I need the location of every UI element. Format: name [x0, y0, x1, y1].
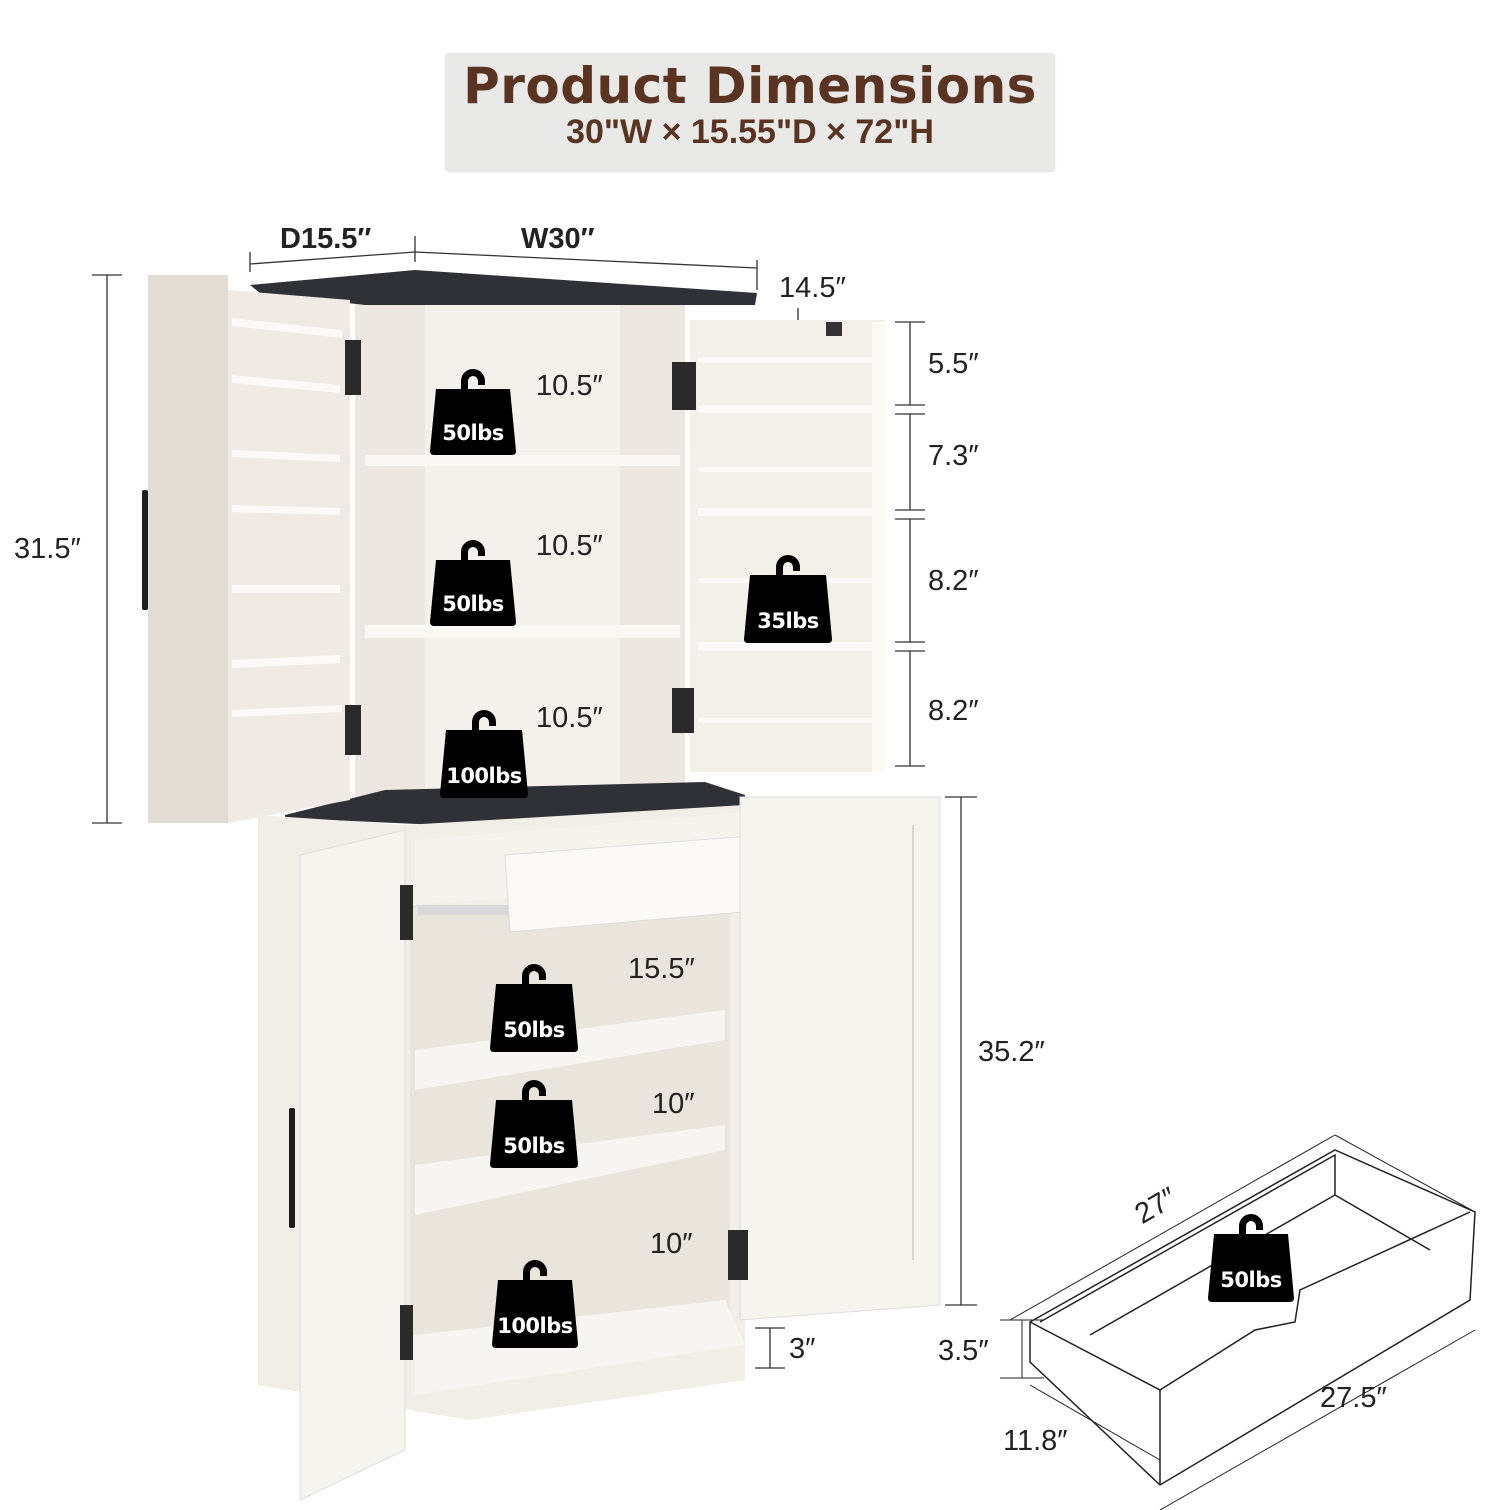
- kettlebell-icon: [430, 369, 516, 455]
- upper-shelf-height-3: 10.5″: [536, 702, 603, 734]
- drawer-depth-label: 11.8″: [1003, 1425, 1068, 1457]
- kettlebell-icon: [490, 964, 578, 1052]
- page-title: Product Dimensions: [463, 57, 1037, 115]
- base-height-label: 3″: [789, 1333, 816, 1365]
- lower-height-label: 35.2″: [978, 1036, 1045, 1068]
- upper-shelf-height-1: 10.5″: [536, 370, 603, 402]
- upper-cabinet: [250, 270, 757, 825]
- door-shelf-gap-1: 5.5″: [928, 348, 979, 380]
- upper-shelf-height-2: 10.5″: [536, 530, 603, 562]
- door-shelf-gap-2: 7.3″: [928, 440, 979, 472]
- weight-badge-lower-3: 100lbs: [490, 1258, 580, 1348]
- upper-left-door: [142, 275, 361, 823]
- weight-badge-door: 35lbs: [742, 553, 834, 643]
- kettlebell-icon: [430, 540, 516, 626]
- kettlebell-icon: [492, 1260, 578, 1348]
- upper-height-label: 31.5″: [14, 533, 81, 565]
- drawer-length-side: 27.5″: [1320, 1382, 1387, 1414]
- weight-badge-upper-3: 100lbs: [438, 708, 530, 798]
- door-shelf-gap-3: 8.2″: [928, 565, 979, 597]
- lower-shelf-height-2: 10″: [652, 1088, 695, 1120]
- drawer-diagram: [1000, 1134, 1476, 1510]
- upper-right-door: [672, 320, 886, 772]
- door-depth-label: 14.5″: [779, 272, 846, 304]
- weight-badge-upper-1: 50lbs: [428, 367, 518, 455]
- weight-badge-upper-2: 50lbs: [428, 538, 518, 626]
- drawer-height-label: 3.5″: [938, 1335, 989, 1367]
- door-shelf-gap-4: 8.2″: [928, 695, 979, 727]
- depth-label: D15.5″: [280, 223, 372, 255]
- weight-badge-drawer: 50lbs: [1206, 1212, 1296, 1302]
- overall-dimensions: 30"W × 15.55"D × 72"H: [566, 113, 934, 151]
- kettlebell-icon: [1208, 1214, 1294, 1302]
- weight-badge-lower-1: 50lbs: [488, 962, 580, 1052]
- title-banner: Product Dimensions 30"W × 15.55"D × 72"H: [445, 53, 1055, 172]
- lower-shelf-height-3: 10″: [650, 1228, 693, 1260]
- lower-shelf-height-1: 15.5″: [628, 953, 695, 985]
- weight-badge-lower-2: 50lbs: [488, 1078, 580, 1168]
- lower-cabinet: [258, 796, 941, 1501]
- kettlebell-icon: [490, 1080, 578, 1168]
- kettlebell-icon: [440, 710, 528, 798]
- width-label: W30″: [521, 223, 595, 255]
- kettlebell-icon: [744, 555, 832, 643]
